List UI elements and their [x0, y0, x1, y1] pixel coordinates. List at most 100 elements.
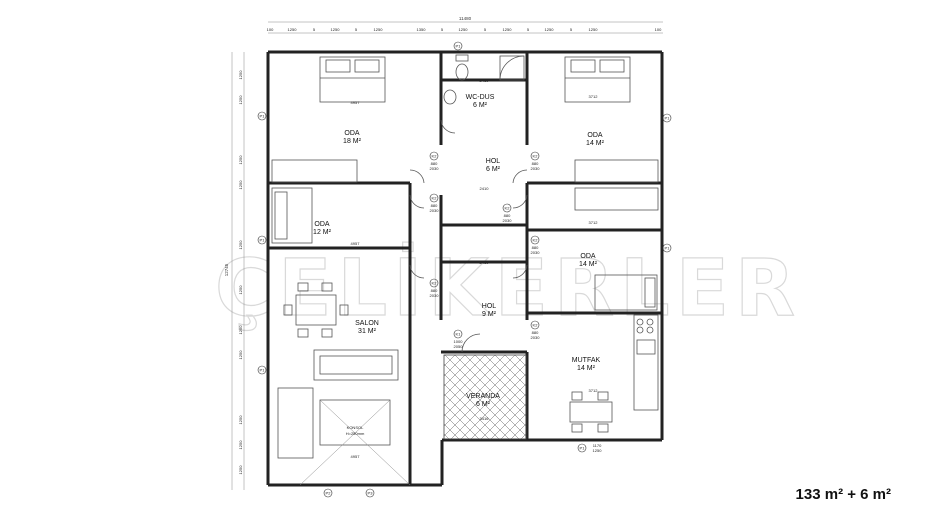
- svg-text:880: 880: [532, 161, 539, 166]
- svg-text:1250: 1250: [238, 180, 243, 190]
- svg-text:1250: 1250: [238, 285, 243, 295]
- room-mutfak: MUTFAK 14 M²: [572, 357, 601, 372]
- outer-walls: [266, 50, 664, 487]
- dining-table: [283, 282, 349, 338]
- room-hol2: HOL 9 M²: [482, 303, 497, 318]
- svg-text:6 M²: 6 M²: [486, 166, 501, 173]
- area-summary: 133 m² + 6 m²: [795, 486, 891, 503]
- svg-text:1250: 1250: [238, 465, 243, 475]
- svg-text:14 M²: 14 M²: [579, 261, 598, 268]
- svg-text:2050: 2050: [454, 344, 464, 349]
- svg-text:P3: P3: [368, 491, 374, 496]
- room-veranda: VERANDA 6 M²: [466, 393, 500, 408]
- svg-text:1250: 1250: [288, 27, 298, 32]
- window-tag-p1-right-b: P1: [662, 243, 672, 253]
- svg-text:1250: 1250: [374, 27, 384, 32]
- konsol-label: KONSOL: [347, 425, 364, 430]
- konsol-height: H=250mm: [346, 431, 365, 436]
- svg-text:P1: P1: [260, 114, 266, 119]
- svg-text:880: 880: [532, 330, 539, 335]
- svg-text:12 M²: 12 M²: [313, 229, 332, 236]
- svg-text:P2: P2: [326, 491, 332, 496]
- svg-text:1250: 1250: [238, 155, 243, 165]
- svg-text:SALON: SALON: [355, 320, 379, 327]
- svg-text:1250: 1250: [238, 70, 243, 80]
- svg-text:5: 5: [527, 27, 530, 32]
- svg-text:1250: 1250: [545, 27, 555, 32]
- wardrobe-row: [271, 159, 659, 211]
- svg-text:9 M²: 9 M²: [482, 311, 497, 318]
- svg-text:2030: 2030: [531, 166, 541, 171]
- door-tag-k2-b: K2 880 2030: [531, 151, 541, 171]
- svg-text:P1: P1: [260, 238, 266, 243]
- svg-text:2410: 2410: [480, 260, 490, 265]
- svg-text:5: 5: [441, 27, 444, 32]
- bed-oda4: [594, 274, 658, 311]
- svg-text:14 M²: 14 M²: [586, 140, 605, 147]
- sofa-left: [277, 387, 314, 459]
- svg-text:1170: 1170: [593, 443, 602, 448]
- svg-text:5: 5: [355, 27, 358, 32]
- svg-text:WC-DUS: WC-DUS: [466, 94, 495, 101]
- door-tag-k2-f: K2 880 2030: [430, 278, 440, 298]
- svg-text:1250: 1250: [238, 325, 243, 335]
- inner-dimension-labels: 4957 3712 2410 2410 2410 3712 4957 3712 …: [351, 78, 599, 459]
- svg-text:ODA: ODA: [314, 221, 330, 228]
- bed-oda2: [564, 56, 631, 103]
- svg-text:P1: P1: [260, 368, 266, 373]
- svg-text:2410: 2410: [480, 78, 490, 83]
- room-oda2: ODA 14 M²: [586, 132, 605, 147]
- svg-text:3712: 3712: [589, 220, 599, 225]
- window-tag-p1-left-b: P1: [257, 235, 267, 245]
- svg-text:1350: 1350: [417, 27, 427, 32]
- svg-text:P1: P1: [580, 446, 586, 451]
- svg-text:2030: 2030: [503, 218, 513, 223]
- svg-text:3712: 3712: [589, 94, 599, 99]
- svg-text:1250: 1250: [238, 440, 243, 450]
- svg-text:1250: 1250: [238, 95, 243, 105]
- svg-text:ODA: ODA: [344, 130, 360, 137]
- svg-text:880: 880: [504, 213, 511, 218]
- svg-text:880: 880: [431, 203, 438, 208]
- svg-text:P1: P1: [665, 246, 671, 251]
- svg-text:P1: P1: [456, 44, 462, 49]
- door-tag-k1: K1 1000 2050: [454, 329, 464, 349]
- svg-text:2030: 2030: [430, 293, 440, 298]
- svg-text:K2: K2: [432, 196, 438, 201]
- svg-text:100: 100: [267, 27, 274, 32]
- door-tag-k2-a: K2 880 2030: [430, 151, 440, 171]
- svg-text:5: 5: [313, 27, 316, 32]
- bed-oda1: [319, 56, 386, 103]
- room-salon: SALON 31 M²: [355, 320, 379, 335]
- svg-text:ODA: ODA: [587, 132, 603, 139]
- total-width-dim: 11480: [459, 16, 472, 21]
- svg-text:K2: K2: [533, 323, 539, 328]
- window-tag-p2: P2: [323, 488, 333, 498]
- svg-text:1250: 1250: [503, 27, 513, 32]
- svg-text:18 M²: 18 M²: [343, 138, 362, 145]
- svg-text:1250: 1250: [593, 448, 603, 453]
- window-tag-p1-left-a: P1: [257, 111, 267, 121]
- svg-text:HOL: HOL: [486, 158, 501, 165]
- svg-text:2030: 2030: [430, 208, 440, 213]
- svg-text:1250: 1250: [331, 27, 341, 32]
- svg-text:2030: 2030: [430, 166, 440, 171]
- svg-text:1250: 1250: [238, 350, 243, 360]
- door-tag-k2-d: K2 880 2030: [503, 203, 513, 223]
- sink-icon: [443, 89, 457, 105]
- svg-text:4957: 4957: [351, 241, 361, 246]
- svg-text:880: 880: [532, 245, 539, 250]
- door-swings: [409, 119, 528, 353]
- svg-text:2410: 2410: [480, 186, 490, 191]
- svg-text:1000: 1000: [454, 339, 464, 344]
- svg-text:1250: 1250: [238, 240, 243, 250]
- svg-text:VERANDA: VERANDA: [466, 393, 500, 400]
- window-tag-p-top: P1: [453, 41, 463, 51]
- svg-text:1250: 1250: [589, 27, 599, 32]
- svg-text:K2: K2: [432, 281, 438, 286]
- window-tag-p1-left-c: P1: [257, 365, 267, 375]
- svg-text:880: 880: [431, 161, 438, 166]
- veranda-hatch: [443, 354, 527, 440]
- door-tag-k2-e: K2 880 2030: [531, 235, 540, 255]
